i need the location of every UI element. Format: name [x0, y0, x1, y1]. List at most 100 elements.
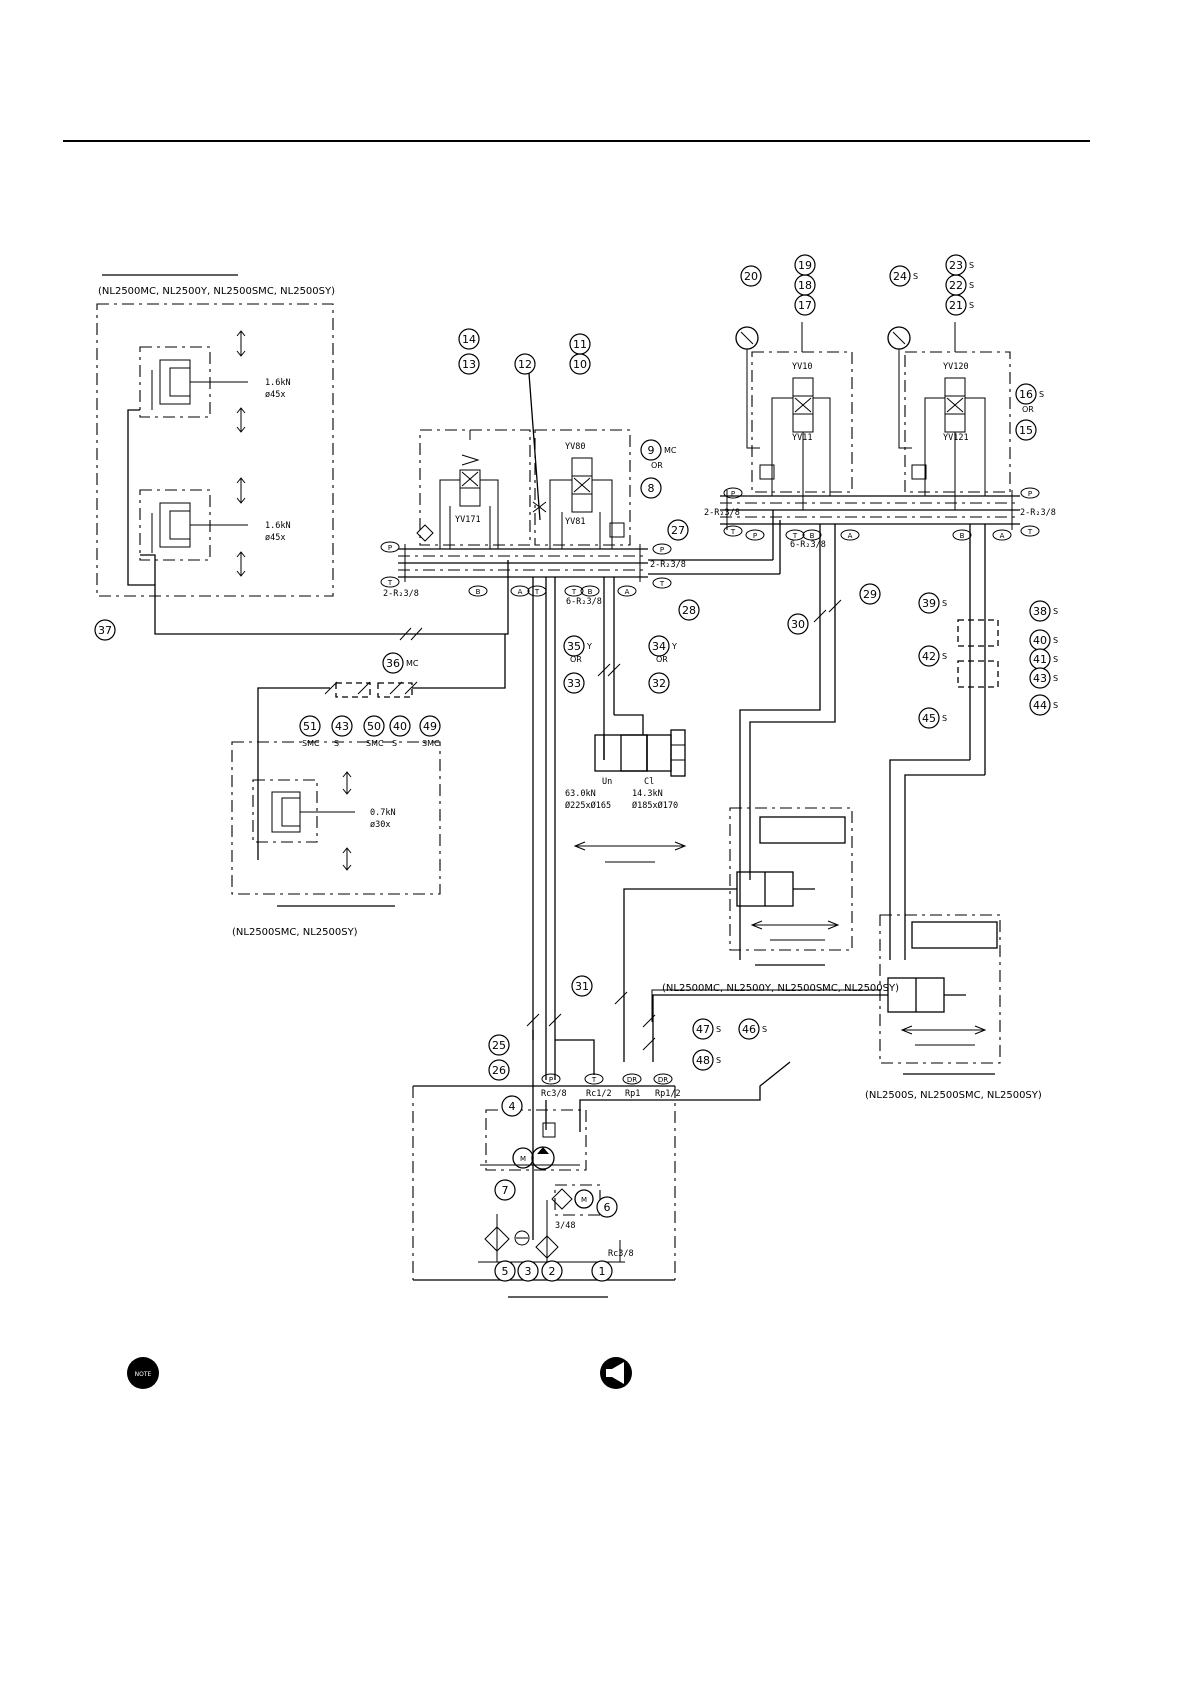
svg-text:A: A — [625, 588, 630, 596]
or-label: OR — [656, 655, 668, 664]
callout-c1: 1 — [591, 1260, 613, 1282]
clamp1-dia: ø45x — [265, 390, 285, 400]
callout-c17: 17 — [794, 294, 816, 316]
port-unit-dr1: Rp1 — [625, 1089, 640, 1099]
svg-text:P: P — [660, 546, 664, 554]
chuck-un-dim: Ø225xØ165 — [565, 800, 611, 811]
callout-c32: 32 — [648, 672, 670, 694]
callout-suffix: S — [1053, 607, 1058, 616]
svg-text:B: B — [588, 588, 593, 596]
svg-text:P: P — [1028, 490, 1032, 498]
level-gauge-icon — [514, 1230, 530, 1246]
callout-c6: 6 — [596, 1196, 618, 1218]
port-right-mid: 6-R₂3/8 — [790, 540, 826, 550]
callout-number: 29 — [863, 588, 877, 601]
port-mid-right: 2-R₂3/8 — [650, 560, 686, 570]
callout-suffix: SMC — [366, 739, 384, 748]
or-label: OR — [651, 461, 663, 470]
callout-number: 32 — [652, 677, 666, 690]
motor-icon — [512, 1147, 534, 1169]
callout-c28: 28 — [678, 599, 700, 621]
callout-number: 19 — [798, 259, 812, 272]
or-label: OR — [1022, 405, 1034, 414]
callout-number: 21 — [949, 299, 963, 312]
callout-number: 28 — [682, 604, 696, 617]
port-right-right: 2-R₂3/8 — [1020, 508, 1056, 518]
svg-text:A: A — [848, 532, 853, 540]
or-label: OR — [570, 655, 582, 664]
callout-suffix: SMC — [302, 739, 320, 748]
callout-suffix: S — [716, 1056, 721, 1065]
clamp-cylinder-2 — [139, 477, 248, 577]
callout-number: 26 — [492, 1064, 506, 1077]
svg-text:B: B — [810, 532, 815, 540]
clamp3-force: 0.7kN — [370, 808, 396, 818]
callout-c43b: 43S — [331, 715, 353, 748]
callout-number: 25 — [492, 1039, 506, 1052]
callout-suffix: S — [1053, 636, 1058, 645]
callout-number: 45 — [922, 712, 936, 725]
valve-yv120 — [911, 322, 986, 510]
callout-c8: 8 — [640, 477, 662, 499]
callout-suffix: S — [392, 739, 397, 748]
callout-number: 40 — [393, 720, 407, 733]
callout-suffix: S — [1039, 390, 1044, 399]
callout-number: 14 — [462, 333, 476, 346]
svg-text:P: P — [388, 544, 392, 552]
port-unit-dr2: Rp1/2 — [655, 1089, 681, 1099]
callout-number: 15 — [1019, 424, 1033, 437]
valve-label-yv121: YV121 — [943, 433, 969, 443]
svg-text:T: T — [659, 580, 665, 588]
callout-number: 47 — [696, 1023, 710, 1036]
callout-c3: 3 — [517, 1260, 539, 1282]
callout-c37: 37 — [94, 619, 116, 641]
svg-text:M: M — [520, 1155, 526, 1163]
callout-number: 42 — [922, 650, 936, 663]
callout-c13: 13 — [458, 353, 480, 375]
callout-number: 1 — [599, 1265, 606, 1278]
chuck-cl-force: 14.3kN — [632, 789, 663, 799]
callout-number: 33 — [567, 677, 581, 690]
callout-number: 38 — [1033, 605, 1047, 618]
svg-text:NOTE: NOTE — [135, 1371, 152, 1378]
callout-number: 12 — [518, 358, 532, 371]
valve-label-yv11: YV11 — [792, 433, 812, 443]
svg-text:T: T — [1027, 528, 1033, 536]
valve-yv171 — [416, 430, 499, 549]
callout-suffix: MC — [406, 659, 419, 668]
port-unit-rc: Rc3/8 — [608, 1249, 634, 1259]
callout-number: 9 — [648, 444, 655, 457]
callout-number: 8 — [648, 482, 655, 495]
svg-text:B: B — [476, 588, 481, 596]
port-unit-t: Rc1/2 — [586, 1089, 612, 1099]
chuck-cl: Cl — [644, 777, 654, 787]
callout-number: 36 — [386, 657, 400, 670]
callout-number: 11 — [573, 338, 587, 351]
callout-suffix: SMC — [422, 739, 440, 748]
caption-mid-left: (NL2500SMC, NL2500SY) — [232, 927, 358, 938]
svg-text:B: B — [960, 532, 965, 540]
callout-number: 27 — [671, 524, 685, 537]
callout-suffix: S — [969, 261, 974, 270]
callout-number: 46 — [742, 1023, 756, 1036]
callout-number: 50 — [367, 720, 381, 733]
callout-number: 37 — [98, 624, 112, 637]
callout-number: 22 — [949, 279, 963, 292]
port-right-left: 2-R₂3/8 — [704, 508, 740, 518]
clamp2-force: 1.6kN — [265, 521, 291, 531]
svg-text:T: T — [534, 588, 540, 596]
callout-c20: 20 — [740, 265, 762, 287]
callout-c15: 15 — [1015, 419, 1037, 441]
callout-suffix: Y — [586, 642, 592, 651]
